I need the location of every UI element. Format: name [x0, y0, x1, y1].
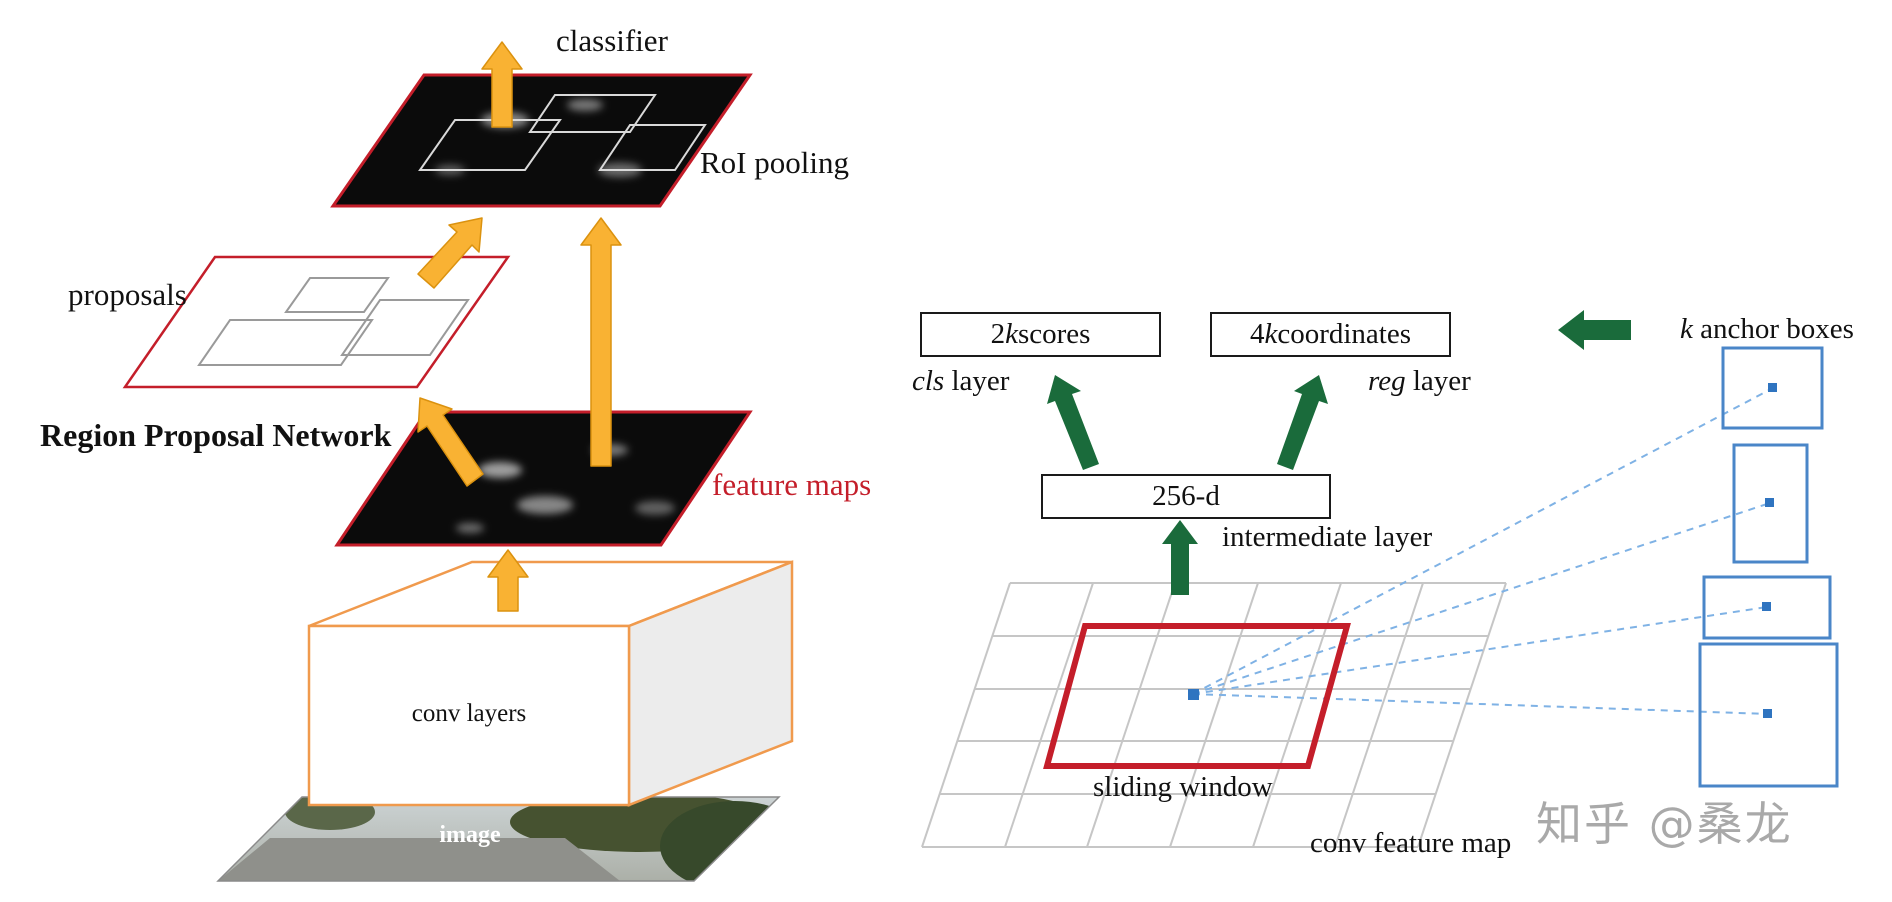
arrow-featuremaps-to-proposals — [417, 397, 484, 487]
cls-layer-italic: cls — [912, 365, 945, 397]
proposal-box — [284, 277, 390, 313]
arrow-proposals-to-roi — [417, 217, 483, 289]
arrow-roi-to-classifier — [481, 41, 523, 128]
green-arrows — [1047, 310, 1631, 595]
scores-box-k: k — [1005, 318, 1018, 350]
proposals-plane — [122, 255, 511, 389]
anchor-box-2 — [1732, 443, 1809, 564]
intermediate-layer-label: intermediate layer — [1222, 521, 1433, 553]
arrow-conv-to-featuremaps — [487, 549, 529, 612]
sliding-window-outline — [1043, 623, 1351, 769]
anchor-box-4 — [1698, 642, 1839, 788]
cls-layer-label: cls layer — [912, 365, 1010, 398]
reg-layer-suffix: layer — [1405, 365, 1471, 397]
conv-feature-map-label: conv feature map — [1310, 827, 1512, 859]
anchor-boxes — [1698, 346, 1839, 788]
scores-box-suffix: scores — [1017, 318, 1091, 350]
arrow-to-reg — [1277, 375, 1328, 470]
proposal-box — [197, 319, 374, 366]
conv-layers-label: conv layers — [411, 700, 527, 727]
proposals-label: proposals — [68, 277, 187, 312]
arrow-to-cls — [1047, 375, 1099, 470]
anchor-center-points — [1762, 383, 1777, 718]
reg-layer-label: reg layer — [1368, 365, 1471, 398]
arrow-anchors-left — [1558, 310, 1631, 350]
proposal-box — [340, 299, 470, 356]
anchor-rays — [1192, 387, 1774, 715]
arrow-featuremaps-to-roi — [580, 217, 622, 467]
image-label: image — [439, 822, 501, 848]
watermark: 知乎 @桑龙 — [1536, 797, 1793, 851]
reg-layer-italic: reg — [1368, 365, 1406, 397]
coords-box-k: k — [1264, 318, 1278, 350]
conv-feature-map-grid — [921, 582, 1507, 848]
photo-trees — [660, 801, 779, 881]
feature-maps-plane — [334, 410, 753, 547]
roi-surface — [330, 73, 753, 208]
cls-layer-suffix: layer — [944, 365, 1010, 397]
intermediate-256d-box: 256-d — [1041, 474, 1331, 519]
scores-box-prefix: 2 — [990, 318, 1006, 350]
photo-road — [218, 838, 620, 881]
anchor-label-k: k — [1680, 313, 1693, 345]
roi-pooling-label: RoI pooling — [700, 145, 849, 180]
rpn-title: Region Proposal Network — [40, 417, 392, 453]
arrow-window-to-256d — [1162, 520, 1198, 595]
roi-pooling-plane — [330, 73, 753, 208]
anchor-box-3 — [1702, 575, 1832, 640]
anchor-box-1 — [1721, 346, 1824, 430]
anchor-boxes-label: k anchor boxes — [1680, 313, 1854, 346]
roi-box — [528, 94, 657, 133]
feature-maps-label: feature maps — [712, 467, 872, 502]
sliding-window-label: sliding window — [1093, 771, 1273, 803]
roi-box — [598, 124, 707, 171]
feature-map-activations — [456, 444, 675, 533]
coords-box-prefix: 4 — [1249, 318, 1265, 350]
conv-layers-box — [307, 560, 794, 807]
classifier-label: classifier — [556, 23, 668, 58]
feature-maps-surface — [334, 410, 753, 547]
anchor-label-suffix: anchor boxes — [1692, 313, 1854, 345]
roi-box — [418, 119, 562, 171]
conv-box-front-face — [307, 624, 631, 807]
coords-box-suffix: coordinates — [1277, 318, 1412, 350]
sliding-window-center-point — [1188, 689, 1199, 700]
